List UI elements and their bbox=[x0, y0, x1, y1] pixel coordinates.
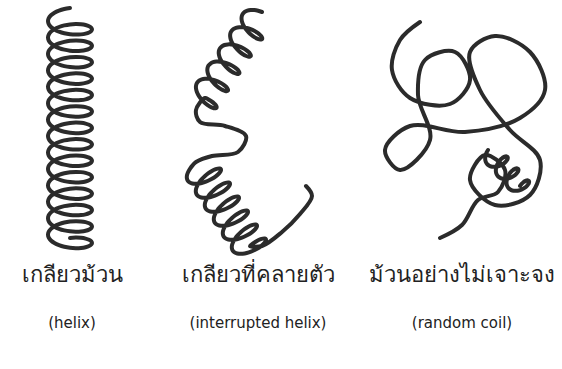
english-label: (helix) bbox=[48, 314, 96, 332]
english-label: (interrupted helix) bbox=[190, 314, 327, 332]
interrupted-helix-strand bbox=[187, 10, 312, 254]
random-coil-loops bbox=[485, 150, 529, 191]
helix-strand bbox=[48, 8, 92, 248]
english-label: (random coil) bbox=[412, 314, 512, 332]
thai-label: เกลียวที่คลายตัว bbox=[182, 262, 335, 288]
random-coil-strand bbox=[385, 22, 545, 238]
thai-label: เกลียวม้วน bbox=[22, 262, 123, 288]
thai-label: ม้วนอย่างไม่เจาะจง bbox=[369, 262, 555, 288]
